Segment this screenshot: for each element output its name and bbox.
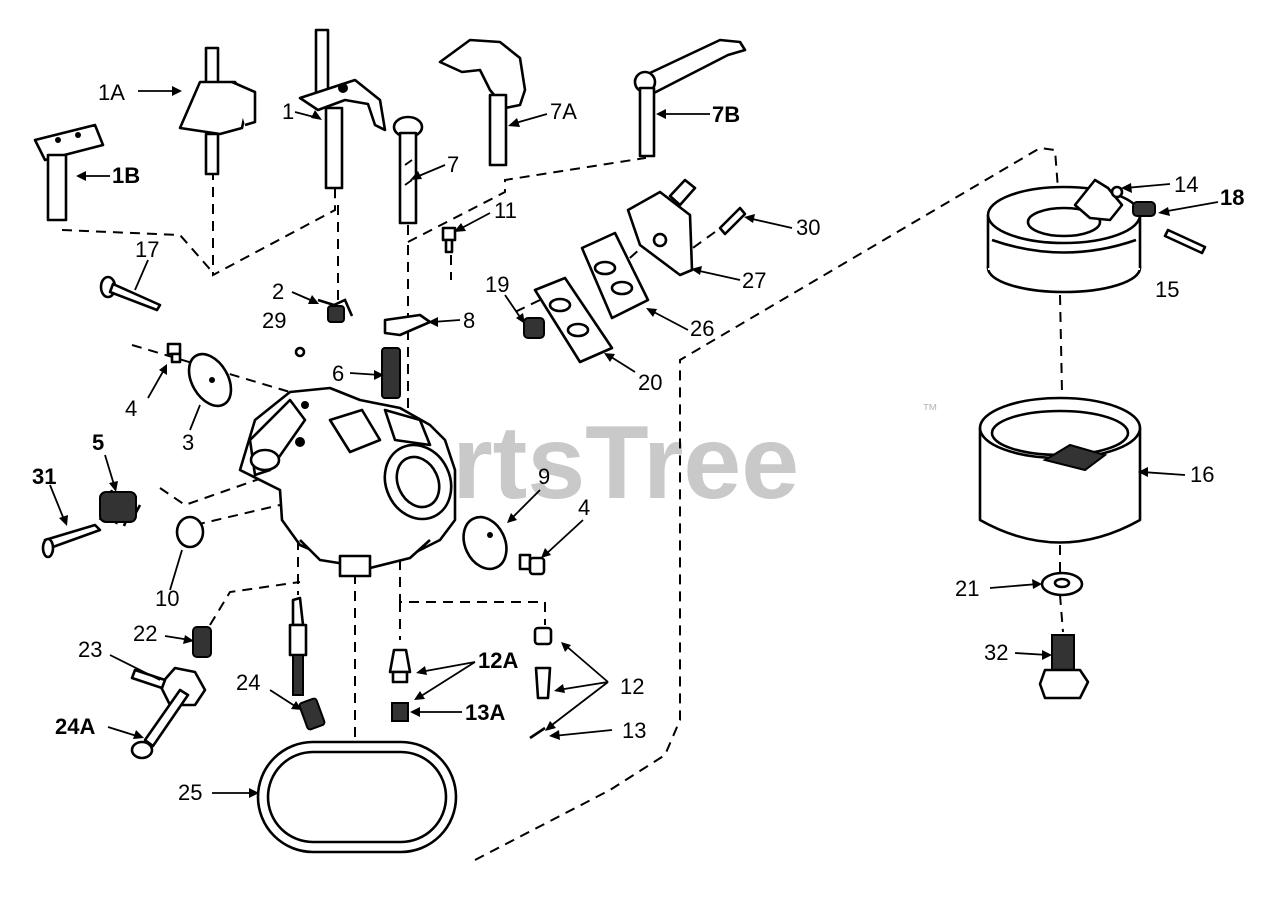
callout-2: 2	[272, 279, 284, 304]
part-4-screw-lower	[518, 553, 546, 576]
callout-labels: 1A 1 1B 7A 7B 7 11 30 14 18 15 17 2 29 8…	[32, 80, 1244, 805]
part-3-throttle-plate	[187, 352, 233, 408]
part-16-bowl	[978, 396, 1142, 544]
callout-30: 30	[796, 215, 820, 240]
part-4-screw-upper	[166, 342, 182, 364]
part-7-choke-shaft	[392, 115, 424, 225]
callout-29: 29	[262, 308, 286, 333]
callout-1: 1	[282, 99, 294, 124]
part-18-spring	[1132, 201, 1156, 217]
part-20-diaphragm	[533, 276, 614, 364]
part-31-needle	[41, 523, 102, 559]
callout-3: 3	[182, 430, 194, 455]
leader-lines	[49, 86, 1219, 798]
callout-11: 11	[494, 198, 517, 223]
callout-19: 19	[485, 272, 509, 297]
callout-13a: 13A	[465, 700, 505, 725]
part-8-clip	[383, 313, 432, 337]
callout-14: 14	[1174, 172, 1198, 197]
part-23-nut	[130, 666, 207, 707]
callout-7a: 7A	[550, 99, 577, 124]
callout-24: 24	[236, 670, 260, 695]
part-12-needle-seat	[529, 626, 553, 740]
part-24-needle	[288, 596, 326, 731]
part-6-spring	[381, 347, 401, 399]
callout-1b: 1B	[112, 163, 140, 188]
callout-1a: 1A	[98, 80, 125, 105]
callout-27: 27	[742, 268, 766, 293]
callout-4-upper: 4	[125, 396, 137, 421]
part-32-bowl-nut	[1038, 634, 1090, 700]
callout-5: 5	[92, 430, 104, 455]
callout-20: 20	[638, 370, 662, 395]
part-29-ball	[294, 346, 306, 358]
part-30-screw	[718, 206, 747, 236]
callout-12a: 12A	[478, 648, 518, 673]
callout-4-lower: 4	[578, 495, 590, 520]
part-1-shaft	[298, 28, 387, 190]
part-19-spring	[523, 317, 545, 339]
callout-13: 13	[622, 718, 646, 743]
callout-12: 12	[620, 674, 644, 699]
part-22-spring	[192, 626, 212, 658]
callout-15: 15	[1155, 277, 1179, 302]
callout-32: 32	[984, 640, 1008, 665]
callout-6: 6	[332, 361, 344, 386]
callout-31: 31	[32, 464, 56, 489]
callout-16: 16	[1190, 462, 1214, 487]
part-15-pin	[1163, 228, 1207, 255]
part-26-gasket	[580, 231, 650, 320]
part-10-plug	[175, 515, 205, 549]
callout-23: 23	[78, 637, 102, 662]
part-1b-choke-shaft	[33, 123, 105, 222]
part-27-primer-body	[626, 178, 697, 277]
callout-7: 7	[447, 152, 459, 177]
callout-8: 8	[463, 308, 475, 333]
part-1a-throttle-shaft	[178, 46, 257, 176]
watermark-trademark: ™	[922, 402, 938, 419]
part-5-spring	[98, 489, 142, 527]
part-17-screw	[99, 275, 162, 312]
part-14-air-cleaner	[986, 178, 1142, 294]
callout-9: 9	[538, 464, 550, 489]
callout-17: 17	[135, 237, 159, 262]
part-12a-seat	[388, 648, 412, 684]
part-21-washer	[1040, 571, 1084, 597]
part-9-plate	[462, 515, 508, 571]
part-13a-spring	[391, 702, 409, 722]
callout-26: 26	[690, 316, 714, 341]
callout-7b: 7B	[712, 102, 740, 127]
callout-18: 18	[1220, 185, 1244, 210]
callout-22: 22	[133, 621, 157, 646]
callout-24a: 24A	[55, 714, 95, 739]
part-11-screw	[441, 226, 457, 254]
callout-21: 21	[955, 576, 979, 601]
part-25-bowl-gasket	[256, 740, 458, 854]
part-7b-lever	[633, 38, 747, 158]
part-2-spring	[317, 298, 354, 323]
carburetor-body	[238, 386, 457, 578]
part-7a-choke-plate	[438, 38, 527, 167]
callout-25: 25	[178, 780, 202, 805]
part-24a-screw	[130, 688, 190, 760]
callout-10: 10	[155, 586, 179, 611]
